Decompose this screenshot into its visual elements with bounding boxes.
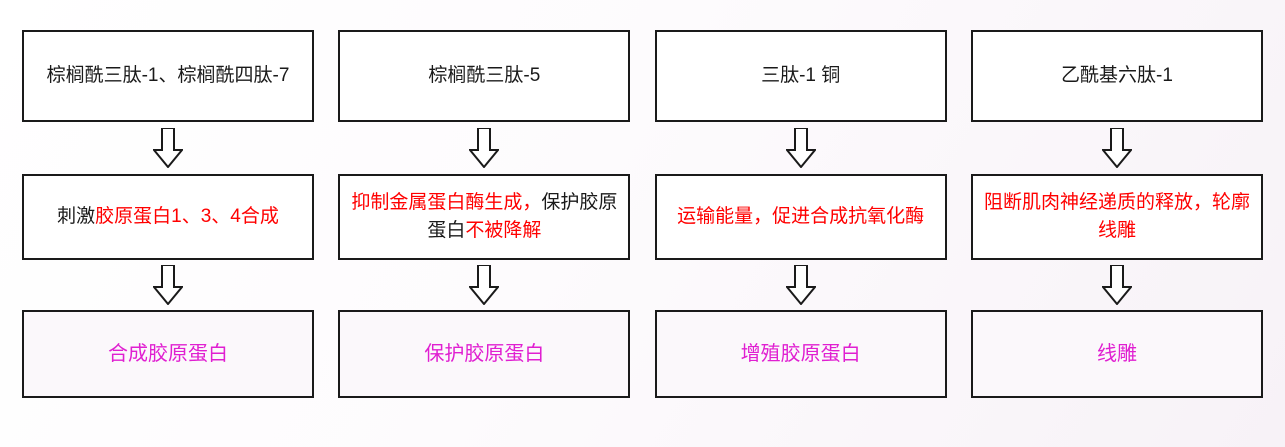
action-label-3-part-b: 抗氧化酶 [848, 206, 925, 228]
action-label-2-part-b: 保护胶原蛋白 [427, 192, 618, 241]
action-label-3: 运输能量，促进合成抗氧化酶 [667, 203, 935, 231]
ingredient-box-4: 乙酰基六肽-1 [970, 30, 1263, 122]
action-box-2: 抑制金属蛋白酶生成，保护胶原蛋白不被降解 [338, 174, 631, 260]
flow-column-1: 棕榈酰三肽-1、棕榈酰四肽-7 刺激胶原蛋白1、3、4合成 合成胶原蛋白 [22, 30, 314, 429]
action-label-4-part-a: 阻断肌肉神经递质的释放，轮廓线雕 [983, 192, 1250, 241]
result-label-1: 合成胶原蛋白 [108, 342, 228, 365]
action-label-2: 抑制金属蛋白酶生成，保护胶原蛋白不被降解 [350, 189, 618, 244]
action-label-2-part-a: 抑制金属蛋白酶生成， [351, 192, 542, 214]
action-label-1-part-b: 胶原蛋白1、3、4合成 [95, 206, 279, 228]
down-arrow-icon [153, 265, 183, 305]
action-label-4: 阻断肌肉神经递质的释放，轮廓线雕 [983, 189, 1251, 244]
down-arrow-icon [469, 265, 500, 305]
action-box-1: 刺激胶原蛋白1、3、4合成 [22, 174, 314, 260]
down-arrow-icon [1101, 265, 1132, 305]
flow-column-2: 棕榈酰三肽-5 抑制金属蛋白酶生成，保护胶原蛋白不被降解 保护胶原蛋白 [338, 30, 631, 429]
down-arrow-icon [469, 128, 500, 168]
arrow-2a [469, 122, 500, 174]
result-box-4: 线雕 [970, 310, 1263, 398]
ingredient-box-1: 棕榈酰三肽-1、棕榈酰四肽-7 [22, 30, 314, 122]
result-box-1: 合成胶原蛋白 [22, 310, 314, 398]
arrow-2b [469, 260, 500, 310]
flow-column-3: 三肽-1 铜 运输能量，促进合成抗氧化酶 增殖胶原蛋白 [654, 30, 947, 429]
down-arrow-icon [785, 265, 816, 305]
action-box-4: 阻断肌肉神经递质的释放，轮廓线雕 [970, 174, 1263, 260]
arrow-3b [785, 260, 816, 310]
down-arrow-icon [785, 128, 816, 168]
flow-column-4: 乙酰基六肽-1 阻断肌肉神经递质的释放，轮廓线雕 线雕 [970, 30, 1263, 429]
result-label-4: 线雕 [1096, 342, 1137, 365]
down-arrow-icon [1101, 128, 1132, 168]
arrow-1a [153, 122, 183, 174]
ingredient-label-1: 棕榈酰三肽-1、棕榈酰四肽-7 [46, 65, 290, 87]
ingredient-label-4: 乙酰基六肽-1 [1061, 65, 1173, 87]
arrow-4b [1101, 260, 1132, 310]
arrow-4a [1101, 122, 1132, 174]
ingredient-label-2: 棕榈酰三肽-5 [428, 65, 541, 87]
result-box-3: 增殖胶原蛋白 [654, 310, 947, 398]
ingredient-box-2: 棕榈酰三肽-5 [338, 30, 631, 122]
action-label-1: 刺激胶原蛋白1、3、4合成 [34, 203, 302, 231]
action-label-3-part-a: 运输能量，促进合成 [677, 206, 849, 228]
result-label-2: 保护胶原蛋白 [424, 342, 545, 365]
action-label-1-part-a: 刺激 [57, 206, 96, 228]
ingredient-label-3: 三肽-1 铜 [761, 65, 841, 87]
action-box-3: 运输能量，促进合成抗氧化酶 [654, 174, 947, 260]
ingredient-box-3: 三肽-1 铜 [654, 30, 947, 122]
arrow-1b [153, 260, 183, 310]
down-arrow-icon [153, 128, 183, 168]
result-label-3: 增殖胶原蛋白 [740, 342, 861, 365]
action-label-2-part-c: 不被降解 [465, 220, 542, 241]
arrow-3a [785, 122, 816, 174]
result-box-2: 保护胶原蛋白 [338, 310, 631, 398]
